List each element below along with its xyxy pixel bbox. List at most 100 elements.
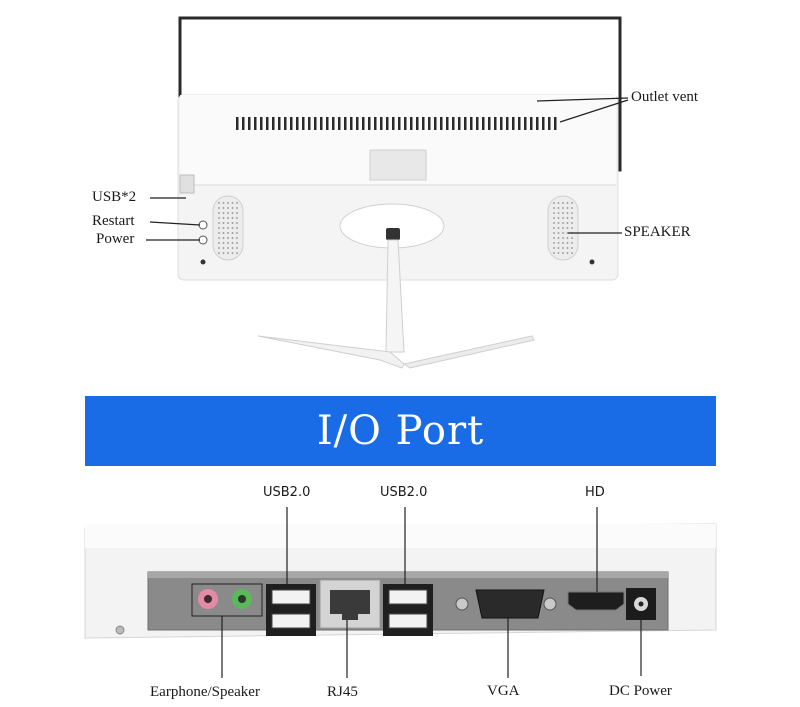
vent-slot [476,117,479,130]
speaker-grille-dot [236,252,238,254]
usb-port-right-1 [388,589,428,605]
restart-button-graphic [198,220,208,230]
vent-slot [296,117,299,130]
vent-slot [374,117,377,130]
speaker-grille-dot [571,202,573,204]
speaker-grille-dot [218,227,220,229]
speaker-grille-dot [227,232,229,234]
audio-jacks-box [191,583,263,617]
speaker-grille-dot [231,207,234,209]
vent-slot [236,117,239,130]
speaker-grille-dot [227,212,229,214]
speaker-grille-dot [562,222,564,224]
vent-slot [422,117,425,130]
restart-label: Restart [92,213,135,229]
speaker-grille-dot [566,227,569,229]
speaker-grille-dot [222,222,225,224]
power-label: Power [96,231,135,247]
vent-slot [548,117,551,130]
speaker-grille-dot [562,202,564,204]
vent-slot [398,117,401,130]
speaker-grille-dot [562,212,564,214]
speaker-grille-dot [566,217,569,219]
speaker-grille-dot [218,207,220,209]
speaker-grille-dot [227,237,229,239]
vent-slot [326,117,329,130]
vent-slot [314,117,317,130]
io-port-title: I/O Port [316,408,485,454]
vent-slot [320,117,323,130]
vent-slot [356,117,359,130]
vent-slot [518,117,521,130]
vent-slot [524,117,527,130]
vga-screw-left [455,597,469,611]
speaker-grille-dot [231,232,234,234]
speaker-grille-dot [566,222,569,224]
speaker-grille-dot [236,212,238,214]
vent-slot [428,117,431,130]
speaker-grille-dot [562,247,564,249]
speaker-grille-dot [227,207,229,209]
speaker-grille-dot [562,217,564,219]
vent-slot [308,117,311,130]
speaker-grille-dot [571,227,573,229]
speaker-grille-dot [553,242,555,244]
speaker-grille-dot [557,237,560,239]
usb-left-label: USB2.0 [263,485,311,500]
speaker-grille-dot [571,237,573,239]
vent-slot [392,117,395,130]
speaker-grille-dot [231,227,234,229]
speaker-grille-dot [571,242,573,244]
vga-port [475,589,545,619]
vent-slot [266,117,269,130]
stand-base-left [257,335,405,369]
speaker-grille-dots [218,202,573,254]
speaker-grille-dot [222,227,225,229]
speaker-grille-dot [222,217,225,219]
vent-slot [260,117,263,130]
speaker-grille-dot [553,217,555,219]
stand-neck [385,239,405,353]
vent-slot [410,117,413,130]
power-button-graphic [198,235,208,245]
speaker-grille-dot [571,217,573,219]
vent-slot [290,117,293,130]
speaker-grille-dot [227,252,229,254]
hd-label: HD [585,485,605,500]
speaker-grille-dot [222,202,225,204]
vent-slot [452,117,455,130]
speaker-grille-dot [231,217,234,219]
dc-power-pin [638,601,644,607]
speaker-grille-dot [231,252,234,254]
speaker-grille-dot [566,232,569,234]
speaker-grille-dot [227,222,229,224]
dc-power-label: DC Power [609,683,672,699]
speaker-grille-dot [571,252,573,254]
speaker-grille-dot [553,222,555,224]
chassis-screw [115,625,125,635]
vent-slot [440,117,443,130]
vent-slot [434,117,437,130]
vent-slot [368,117,371,130]
vent-slot [284,117,287,130]
vent-slot [338,117,341,130]
chassis-top [85,524,716,548]
vent-slot [500,117,503,130]
vent-slot [332,117,335,130]
speaker-grille-dot [236,202,238,204]
speaker-grille-dot [227,242,229,244]
usb-port-left-1 [271,589,311,605]
speaker-grille-dot [222,242,225,244]
speaker-grille-dot [236,207,238,209]
vent-slot [464,117,467,130]
speaker-grille-dot [571,247,573,249]
screw-hole-right [589,259,595,265]
speaker-grille-dot [218,252,220,254]
speaker-grille-dot [557,212,560,214]
stand-base-right [402,335,535,369]
speaker-grille-dot [236,237,238,239]
vga-label: VGA [487,683,520,699]
vent-slot [488,117,491,130]
speaker-grille-dot [562,227,564,229]
vent-slot [272,117,275,130]
